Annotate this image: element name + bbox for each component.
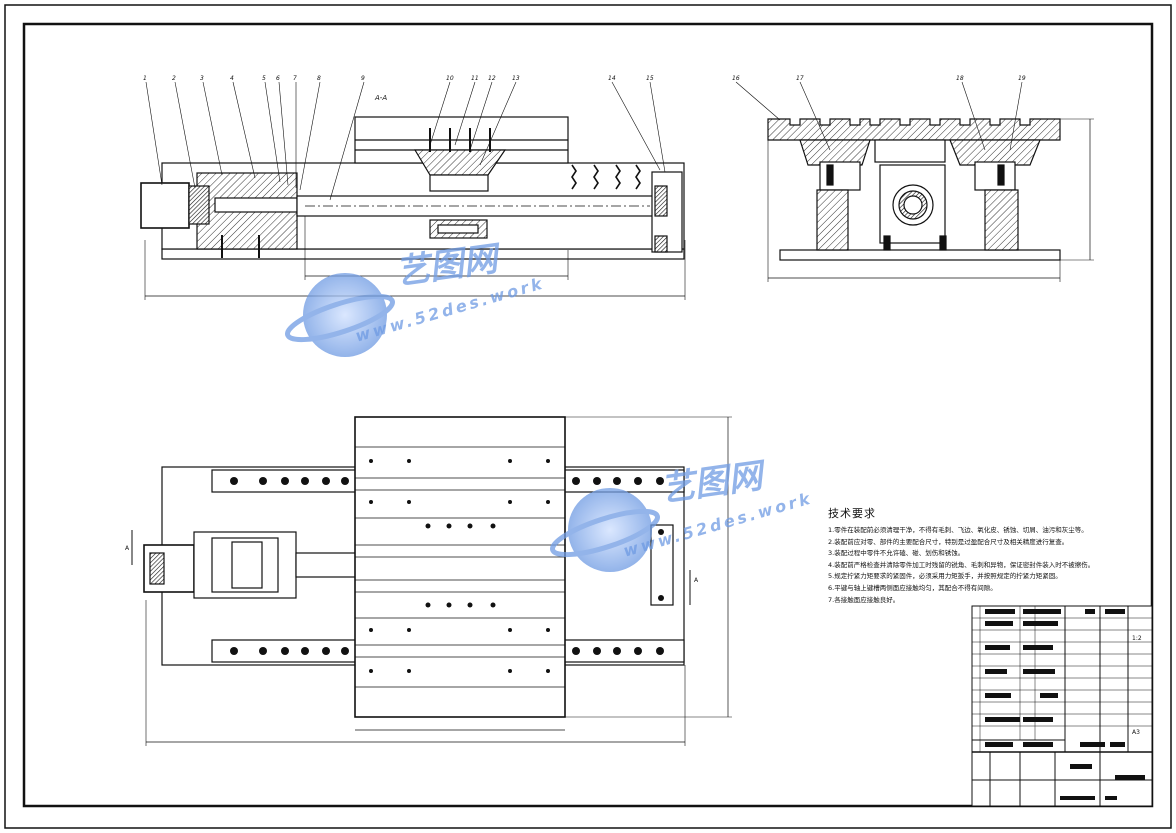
tech-note-line: 3.装配过程中零件不允许磕、碰、划伤和锈蚀。 bbox=[828, 549, 965, 558]
title-block-texts: 1:2 A3 bbox=[1132, 635, 1142, 736]
part-label: 14 bbox=[608, 75, 616, 82]
section-title: A-A bbox=[374, 94, 387, 102]
side-part-labels: 16 17 18 19 bbox=[732, 75, 1026, 82]
tech-note-line: 4.装配前严格检查并清除零件加工时残留的锐角、毛刺和异物，保证密封件装入时不被擦… bbox=[828, 560, 1095, 569]
tech-note-line: 7.各接触面应接触良好。 bbox=[828, 595, 900, 604]
tech-note-line: 6.平键与轴上键槽两侧面应接触均匀，其配合不得有间隙。 bbox=[828, 583, 997, 592]
watermark-bottom bbox=[550, 488, 660, 572]
part-label: 13 bbox=[512, 75, 520, 82]
section-mark-left: A bbox=[125, 545, 130, 552]
part-label: 15 bbox=[646, 75, 654, 82]
part-label: 1 bbox=[143, 75, 147, 82]
part-label: 16 bbox=[732, 75, 740, 82]
part-label: 7 bbox=[293, 75, 297, 82]
part-label: 11 bbox=[471, 75, 479, 82]
title-block bbox=[971, 605, 1153, 807]
inner-frame bbox=[22, 22, 1154, 808]
section-marks: A A bbox=[125, 530, 699, 605]
part-label: 9 bbox=[361, 75, 365, 82]
part-label: 4 bbox=[230, 75, 234, 82]
tech-note-line: 5.规定拧紧力矩要求的紧固件，必须采用力矩扳手，并按照规定的拧紧力矩紧固。 bbox=[828, 572, 1062, 581]
tech-notes: 技术要求 1.零件在装配前必须清理干净，不得有毛刺、飞边、氧化皮、锈蚀、切屑、油… bbox=[828, 505, 1138, 606]
tech-note-line: 2.装配前应对零、部件的主要配合尺寸，特别是过盈配合尺寸及相关精度进行复查。 bbox=[828, 537, 1069, 546]
sheet-size: A3 bbox=[1132, 729, 1140, 736]
outer-border bbox=[4, 4, 1172, 829]
section-view-a-a bbox=[140, 81, 686, 300]
part-label: 12 bbox=[488, 75, 496, 82]
plan-view bbox=[143, 416, 732, 746]
tech-notes-title: 技术要求 bbox=[828, 507, 876, 520]
table-holes bbox=[369, 459, 664, 673]
side-view bbox=[735, 81, 1094, 282]
section-part-labels: 1 2 3 4 5 6 7 8 9 10 11 12 13 14 15 A-A bbox=[143, 75, 654, 102]
rail-holes bbox=[230, 477, 664, 655]
part-label: 19 bbox=[1018, 75, 1026, 82]
scale-value: 1:2 bbox=[1132, 635, 1142, 642]
part-label: 10 bbox=[446, 75, 454, 82]
part-label: 17 bbox=[796, 75, 804, 82]
part-label: 3 bbox=[200, 75, 204, 82]
section-mark-right: A bbox=[694, 577, 699, 584]
part-label: 18 bbox=[956, 75, 964, 82]
part-label: 5 bbox=[262, 75, 266, 82]
part-label: 6 bbox=[276, 75, 280, 82]
part-label: 2 bbox=[172, 75, 176, 82]
watermark-top bbox=[285, 273, 395, 357]
tech-note-line: 1.零件在装配前必须清理干净，不得有毛刺、飞边、氧化皮、锈蚀、切屑、油污和灰尘等… bbox=[828, 526, 1088, 534]
part-label: 8 bbox=[317, 75, 321, 82]
